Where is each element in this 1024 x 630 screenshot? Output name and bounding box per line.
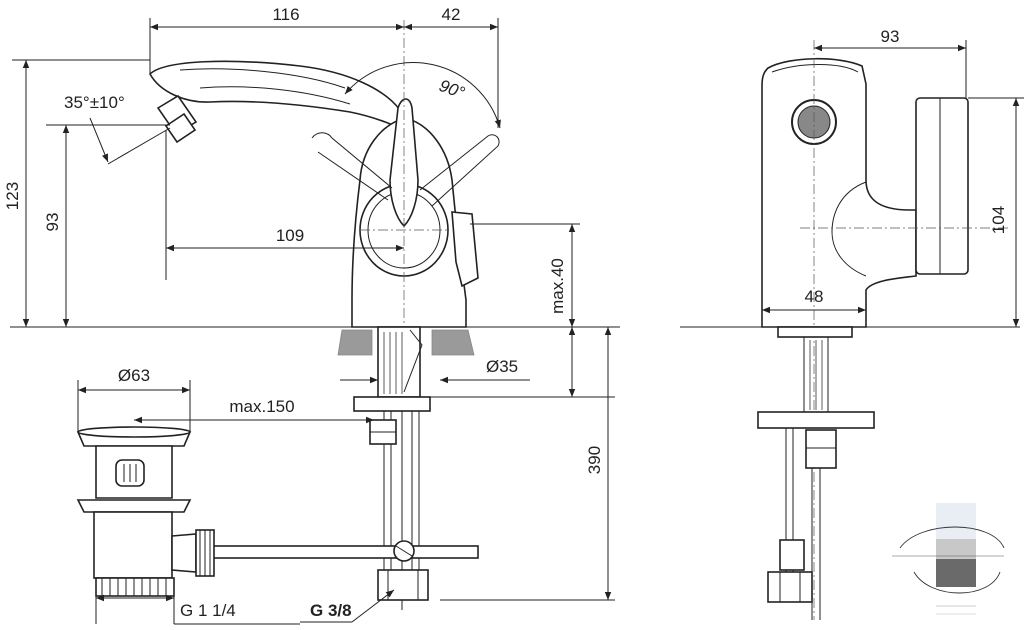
dim-109: 109 <box>276 226 304 245</box>
thread-g114: G 1 1/4 <box>180 601 236 620</box>
dim-d35: Ø35 <box>486 357 518 376</box>
dim-123: 123 <box>3 182 22 210</box>
dim-48: 48 <box>805 287 824 306</box>
dim-390: 390 <box>585 446 604 474</box>
thread-g38: G 3/8 <box>310 601 352 620</box>
dim-116: 116 <box>272 5 299 24</box>
nozzle <box>156 94 198 144</box>
dim-93: 93 <box>43 213 62 232</box>
dim-max150: max.150 <box>229 397 294 416</box>
dim-d63: Ø63 <box>118 366 150 385</box>
side-view <box>680 40 1024 620</box>
dim-42: 42 <box>442 5 461 24</box>
brand-logo <box>892 503 1005 615</box>
front-view <box>10 18 620 625</box>
angle-35: 35°±10° <box>64 93 125 112</box>
waste-drain <box>76 426 215 597</box>
side-body <box>761 57 917 328</box>
dim-max40: max.40 <box>548 258 567 314</box>
angle-90: 90° <box>437 76 468 103</box>
dim-93-side: 93 <box>881 27 900 46</box>
dim-104: 104 <box>989 206 1008 234</box>
